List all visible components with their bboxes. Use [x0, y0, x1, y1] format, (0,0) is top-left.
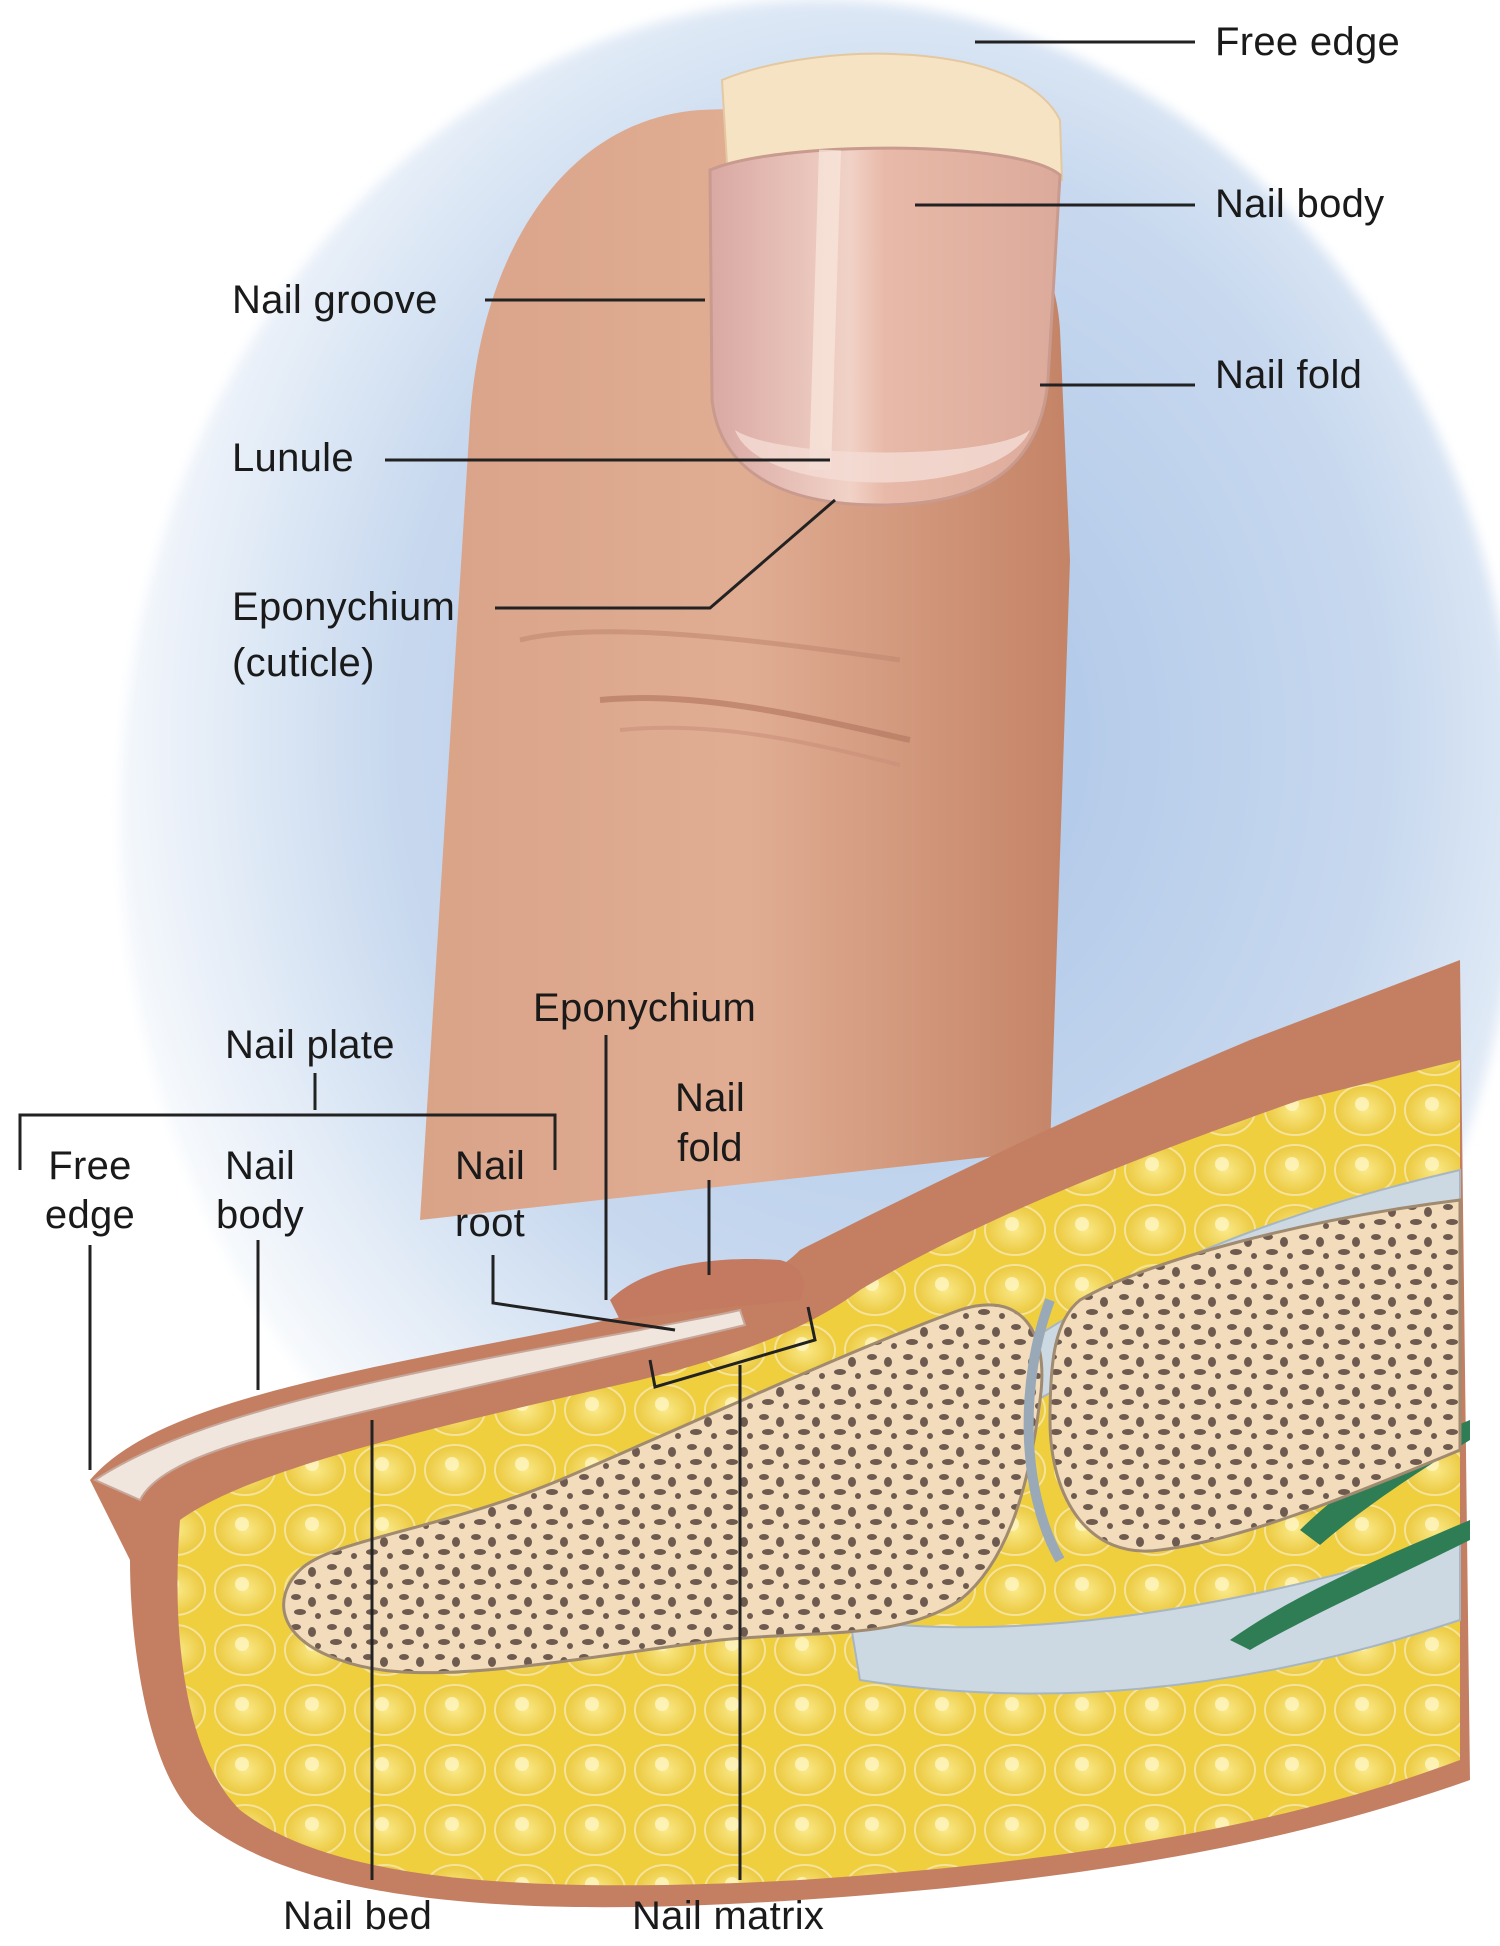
section-nail-plate	[92, 1308, 747, 1502]
section-nail-fold	[610, 1259, 804, 1320]
label-section-eponychium: Eponychium	[533, 986, 757, 1030]
label-section-free-edge-1: Free	[48, 1144, 132, 1188]
distal-phalanx	[282, 1303, 1044, 1675]
label-eponychium-cuticle: (cuticle)	[232, 641, 375, 685]
label-nail-matrix: Nail matrix	[632, 1894, 825, 1938]
label-section-nail-root-2: root	[454, 1201, 526, 1245]
label-section-nail-body-1: Nail	[224, 1144, 296, 1188]
label-lunule: Lunule	[232, 436, 354, 480]
label-section-nail-fold-1: Nail	[674, 1076, 746, 1120]
label-eponychium: Eponychium	[232, 585, 456, 629]
middle-phalanx	[1048, 1198, 1462, 1553]
leader-lines	[18, 40, 1195, 1880]
label-nail-fold: Nail fold	[1215, 353, 1363, 397]
label-nail-bed: Nail bed	[283, 1894, 433, 1938]
joint-space	[1023, 1298, 1065, 1563]
label-nail-plate-group: Nail plate	[225, 1023, 395, 1067]
label-nail-groove: Nail groove	[232, 278, 438, 322]
label-free-edge: Free edge	[1215, 20, 1401, 64]
nail-body-shape	[708, 146, 1062, 507]
label-nail-body: Nail body	[1215, 182, 1385, 226]
label-section-nail-root-1: Nail	[454, 1144, 526, 1188]
label-section-free-edge-2: edge	[44, 1193, 136, 1237]
label-section-nail-fold-2: fold	[677, 1126, 743, 1170]
label-section-nail-body-2: body	[216, 1193, 304, 1237]
lunule-shape	[735, 430, 1030, 483]
